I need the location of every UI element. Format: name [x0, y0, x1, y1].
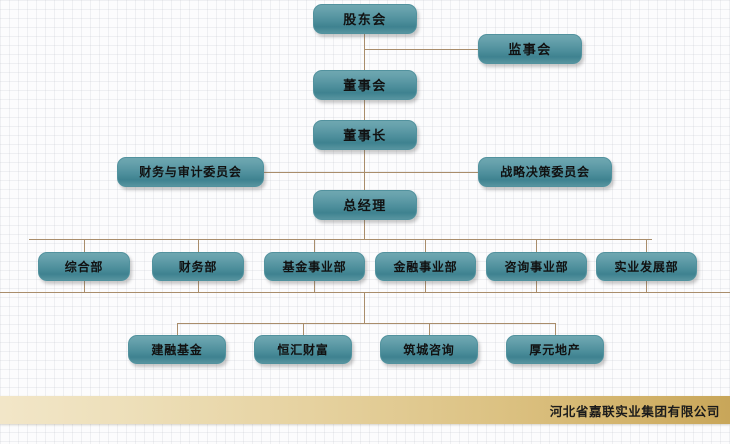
- node-department-industrial-development[interactable]: 实业发展部: [596, 252, 697, 281]
- node-department-fund-division[interactable]: 基金事业部: [264, 252, 365, 281]
- connector-riser-dept-5: [536, 281, 537, 292]
- node-label: 股东会: [343, 11, 387, 27]
- node-label: 董事长: [343, 127, 387, 143]
- node-chairman[interactable]: 董事长: [313, 120, 417, 150]
- connector-shareholders-to-board: [364, 34, 365, 70]
- node-label: 董事会: [343, 77, 387, 93]
- connector-drop-dept-4: [425, 239, 426, 252]
- connector-drop-dept-1: [84, 239, 85, 252]
- node-label: 战略决策委员会: [500, 165, 590, 179]
- node-shareholders-meeting[interactable]: 股东会: [313, 4, 417, 34]
- company-name-label: 河北省嘉联实业集团有限公司: [549, 404, 720, 419]
- connector-subsidiary-bus: [177, 323, 555, 324]
- node-general-manager[interactable]: 总经理: [313, 190, 417, 220]
- node-label: 财务部: [178, 259, 218, 274]
- node-label: 基金事业部: [282, 259, 347, 274]
- node-department-financial-division[interactable]: 金融事业部: [375, 252, 476, 281]
- node-department-consulting-division[interactable]: 咨询事业部: [486, 252, 587, 281]
- connector-subsidiary-collector-bus: [0, 292, 730, 293]
- connector-board-to-chairman: [364, 100, 365, 120]
- connector-collector-to-subsidiary-bus: [364, 292, 365, 323]
- connector-drop-dept-3: [314, 239, 315, 252]
- connector-drop-dept-5: [536, 239, 537, 252]
- connector-strategy-committee: [364, 172, 478, 173]
- connector-riser-dept-2: [198, 281, 199, 292]
- node-label: 厚元地产: [529, 342, 581, 357]
- node-label: 财务与审计委员会: [139, 165, 242, 179]
- node-label: 建融基金: [151, 342, 203, 357]
- connector-riser-dept-6: [646, 281, 647, 292]
- node-subsidiary-jianrong-fund[interactable]: 建融基金: [128, 335, 226, 364]
- node-board-of-supervisors[interactable]: 监事会: [478, 34, 582, 64]
- node-label: 金融事业部: [393, 259, 458, 274]
- node-subsidiary-zhucheng-consulting[interactable]: 筑城咨询: [380, 335, 478, 364]
- connector-drop-dept-6: [646, 239, 647, 252]
- connector-gm-to-dept-bus: [364, 220, 365, 239]
- connector-finance-committee: [264, 172, 364, 173]
- connector-trunk-to-supervisors: [364, 49, 478, 50]
- node-subsidiary-henghui-wealth[interactable]: 恒汇财富: [254, 335, 352, 364]
- node-department-finance[interactable]: 财务部: [152, 252, 244, 281]
- footer-bar: 河北省嘉联实业集团有限公司: [0, 396, 730, 424]
- connector-drop-sub-1: [177, 323, 178, 335]
- node-label: 综合部: [64, 259, 104, 274]
- connector-drop-sub-2: [303, 323, 304, 335]
- connector-department-bus: [29, 239, 652, 240]
- connector-riser-dept-1: [84, 281, 85, 292]
- node-finance-audit-committee[interactable]: 财务与审计委员会: [117, 157, 264, 187]
- node-subsidiary-houyuan-realestate[interactable]: 厚元地产: [506, 335, 604, 364]
- node-label: 恒汇财富: [277, 342, 329, 357]
- node-label: 咨询事业部: [504, 259, 569, 274]
- node-department-general-affairs[interactable]: 综合部: [38, 252, 130, 281]
- connector-drop-sub-4: [555, 323, 556, 335]
- connector-drop-sub-3: [429, 323, 430, 335]
- node-label: 实业发展部: [614, 259, 679, 274]
- connector-riser-dept-4: [425, 281, 426, 292]
- connector-riser-dept-3: [314, 281, 315, 292]
- node-label: 总经理: [343, 197, 387, 213]
- connector-drop-dept-2: [198, 239, 199, 252]
- node-board-of-directors[interactable]: 董事会: [313, 70, 417, 100]
- node-strategy-decision-committee[interactable]: 战略决策委员会: [478, 157, 612, 187]
- node-label: 筑城咨询: [403, 342, 455, 357]
- node-label: 监事会: [508, 41, 552, 57]
- connector-chairman-to-gm: [364, 150, 365, 190]
